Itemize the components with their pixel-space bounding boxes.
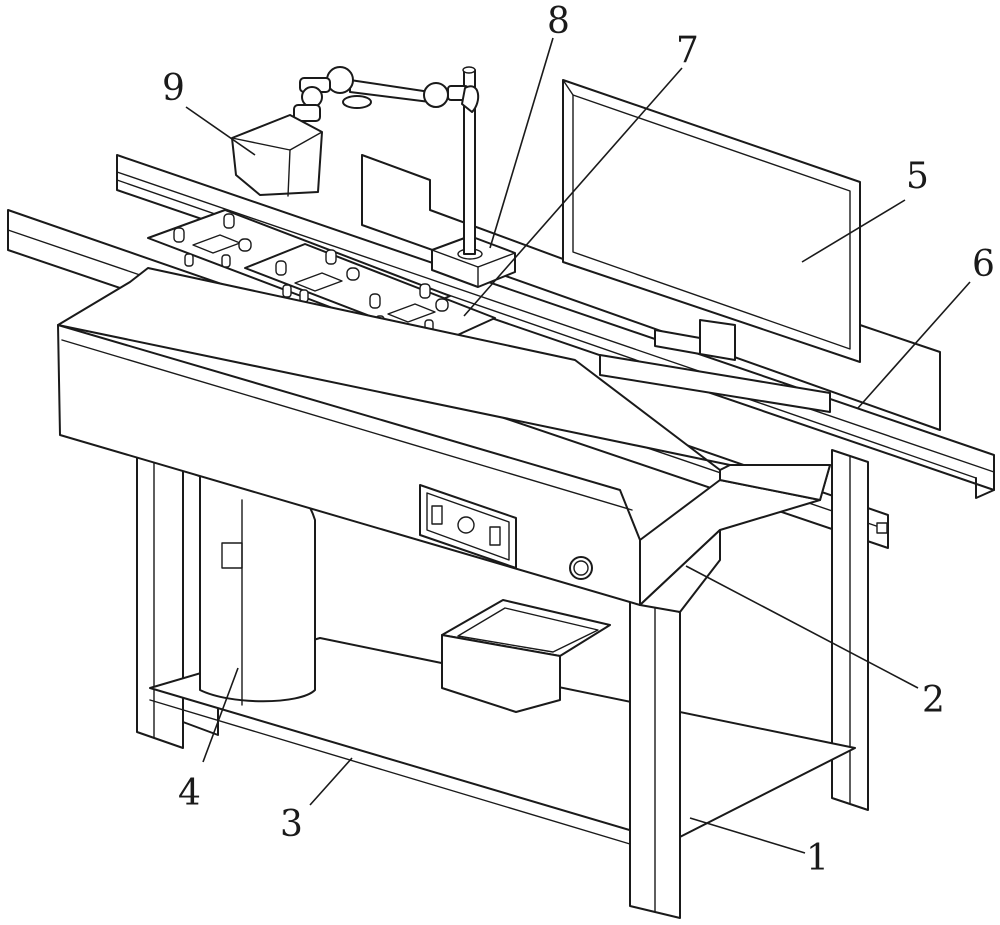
camera-mount-block	[431, 66, 516, 288]
reference-labels: 1 2 3 4 5 6 7 8 9	[162, 1, 995, 879]
monitor-frame	[562, 79, 861, 363]
label-8: 8	[547, 1, 570, 42]
leg-front-right	[629, 599, 681, 919]
leader-5	[801, 199, 906, 263]
camera-arm	[293, 66, 480, 122]
label-7: 7	[676, 30, 699, 71]
label-1: 1	[806, 838, 829, 879]
monitor-screen	[572, 94, 851, 350]
label-5: 5	[906, 156, 929, 197]
leader-9	[185, 106, 256, 156]
label-6: 6	[972, 244, 995, 285]
camera-head	[231, 114, 323, 197]
label-9: 9	[162, 68, 185, 109]
leg-front-left	[136, 454, 184, 749]
leader-7	[463, 67, 683, 317]
host-computer-case	[199, 460, 316, 706]
case-window	[221, 542, 243, 569]
leader-3	[309, 757, 353, 806]
leader-1	[689, 817, 806, 854]
monitor-base	[599, 354, 831, 413]
label-4: 4	[178, 773, 201, 814]
leader-6	[857, 281, 971, 409]
label-2: 2	[922, 680, 945, 721]
pcb-boards	[147, 209, 496, 344]
monitor	[562, 79, 861, 413]
drawer-box	[441, 599, 611, 713]
label-3: 3	[280, 804, 303, 845]
leader-4	[202, 667, 239, 763]
monitor-stand	[699, 319, 736, 361]
leader-2	[685, 565, 919, 689]
switch-panel	[419, 484, 517, 569]
round-button	[569, 556, 593, 580]
leader-8	[489, 37, 554, 249]
